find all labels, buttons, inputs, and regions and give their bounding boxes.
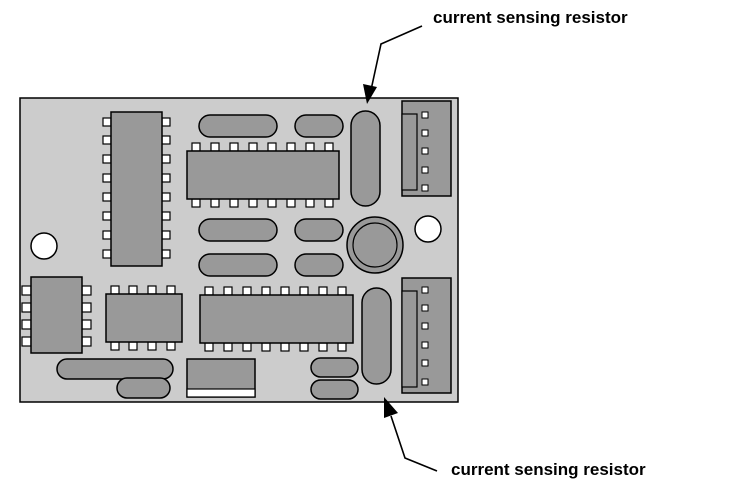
resistor-mid-4 <box>294 253 344 277</box>
ic-left-8pin <box>21 276 92 354</box>
ic-bottom-16pin <box>199 286 354 352</box>
label-current-sensing-resistor-top: current sensing resistor <box>433 8 628 27</box>
ic-middle-8pin <box>105 285 183 351</box>
mounting-hole-left <box>30 232 58 260</box>
voltage-regulator <box>186 358 256 398</box>
connector-top-5pin <box>401 100 452 197</box>
round-capacitor <box>346 216 404 274</box>
resistor-bottom-right-1 <box>310 357 359 378</box>
resistor-top-2 <box>294 114 344 138</box>
callout-arrow-top <box>363 25 423 104</box>
connector-bottom-6pin <box>401 277 452 394</box>
mounting-hole-right <box>414 215 442 243</box>
label-current-sensing-resistor-bottom: current sensing resistor <box>451 460 646 479</box>
resistor-mid-1 <box>198 218 278 242</box>
resistor-bottom-right-2 <box>310 379 359 400</box>
ic-top-16pin <box>186 142 340 208</box>
resistor-mid-3 <box>198 253 278 277</box>
ic-vertical-16pin <box>102 111 171 267</box>
resistor-mid-2 <box>294 218 344 242</box>
callout-arrow-bottom <box>384 397 438 472</box>
resistor-top-1 <box>198 114 278 138</box>
resistor-bottom-long <box>56 358 174 380</box>
current-sensing-resistor-bottom <box>361 287 392 385</box>
resistor-bottom-short <box>116 377 171 399</box>
current-sensing-resistor-top <box>350 110 381 207</box>
